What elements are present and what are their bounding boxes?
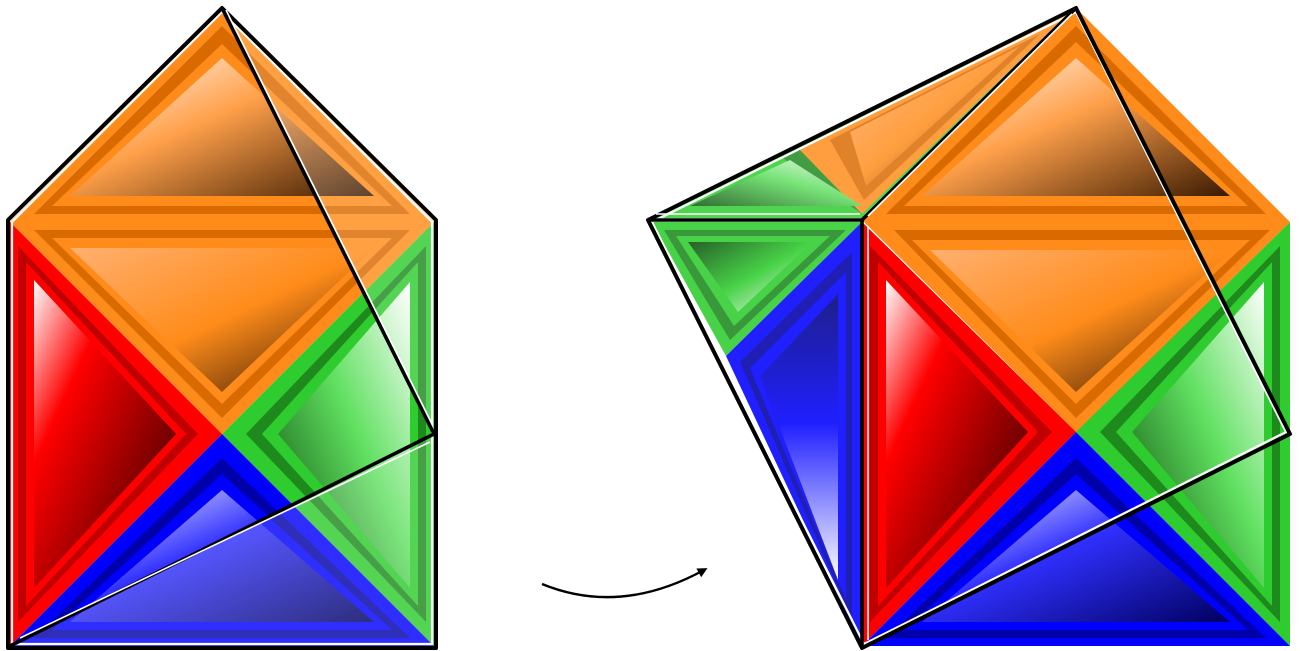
- square-after: [648, 8, 1290, 648]
- curved-arrow-icon: [542, 570, 704, 597]
- house-shape-before: [8, 8, 436, 648]
